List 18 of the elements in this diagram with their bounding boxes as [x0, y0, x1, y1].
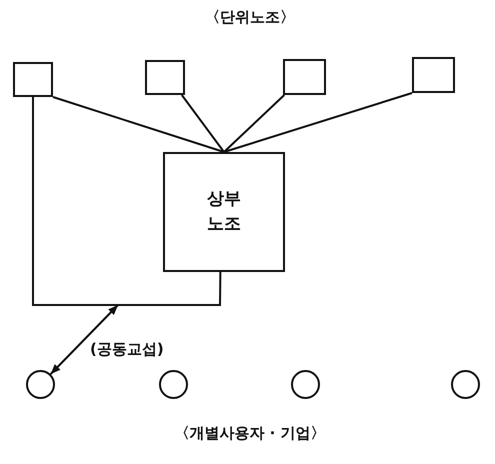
connector-line [52, 96, 224, 153]
process-box [163, 152, 285, 272]
group-label: 〈개별사용자 · 기업〉 [174, 424, 326, 443]
connector-line [32, 97, 222, 306]
circle-node [291, 370, 320, 399]
arrow [50, 304, 119, 375]
connector-line [224, 92, 412, 153]
circle-node [451, 370, 480, 399]
circle-node [26, 370, 55, 399]
square-node [13, 62, 53, 97]
node-text: 상부 노조 [206, 188, 242, 236]
square-node [145, 60, 185, 95]
connector-line [223, 94, 285, 153]
group-label: 〈단위노조〉 [205, 8, 295, 27]
connector-line [181, 94, 225, 153]
square-node [412, 57, 455, 93]
square-node [283, 59, 326, 95]
circle-node [159, 370, 188, 399]
